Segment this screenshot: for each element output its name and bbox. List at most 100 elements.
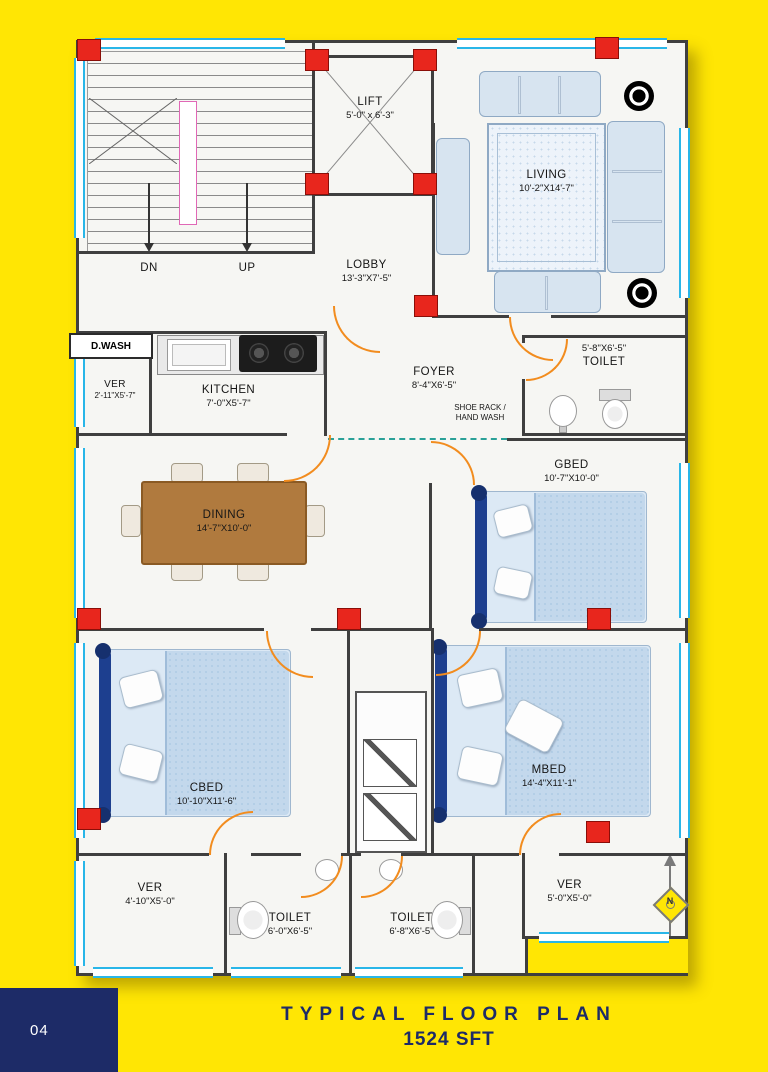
wall <box>401 853 519 856</box>
sofa-right <box>607 121 665 273</box>
dining-chair <box>121 505 141 537</box>
stair-up-label: UP <box>238 262 256 274</box>
wall <box>551 315 685 318</box>
kitchen-sink <box>167 339 231 371</box>
page-number-badge: 04 <box>0 988 118 1072</box>
kitchen-sink-basin <box>172 344 226 366</box>
wall <box>432 123 435 318</box>
room-label-living: LIVING 10'-2"X14'-7" <box>519 169 574 194</box>
shaft-duct <box>363 793 417 841</box>
column <box>413 49 437 71</box>
room-label-ver-bl: VER 4'-10"X5'-0" <box>125 882 175 907</box>
column <box>77 808 101 830</box>
stair-dn-label: DN <box>140 262 158 274</box>
window <box>74 643 85 838</box>
shaft-duct <box>363 739 417 787</box>
plan-title: TYPICAL FLOOR PLAN <box>281 1004 617 1025</box>
lift-cross-lines <box>317 60 423 185</box>
wall <box>522 379 525 435</box>
ver-bl-door-arc <box>209 811 253 855</box>
room-label-kitchen: KITCHEN 7'-0"X5'-7" <box>201 384 256 409</box>
room-label-ver-br: VER 5'-0"X5'-0" <box>547 879 592 904</box>
column <box>77 608 101 630</box>
wall <box>312 43 315 254</box>
sofa-top <box>479 71 601 117</box>
window <box>355 967 463 978</box>
title-block: TYPICAL FLOOR PLAN 1524 SFT <box>130 1004 768 1051</box>
wall <box>79 853 209 856</box>
stair-up-arrow <box>246 183 248 245</box>
dwash-label-box: D.WASH <box>69 333 153 359</box>
ceiling-fan-icon <box>627 278 657 308</box>
stove-burner <box>249 343 269 363</box>
window <box>74 58 85 238</box>
bed-headboard <box>99 651 111 815</box>
beam-dashed-line <box>328 438 507 440</box>
window <box>74 339 85 427</box>
sofa-bottom <box>494 271 601 313</box>
sofa-cushion <box>558 76 561 114</box>
floor-plan: DN UP <box>69 37 690 978</box>
living-rug-border <box>497 133 596 262</box>
window <box>679 128 690 298</box>
wall <box>431 628 434 856</box>
mbed-bed <box>431 639 651 823</box>
column <box>337 608 361 630</box>
compass-arrowhead <box>664 854 676 866</box>
column <box>586 821 610 843</box>
gbed-bed <box>471 485 647 629</box>
room-label-toilet-top: 5'-8"X6'-5" TOILET <box>581 343 627 369</box>
kitchen-door-arc <box>284 435 331 482</box>
wall <box>79 433 287 436</box>
sofa-cushion <box>545 276 548 310</box>
dwash-label: D.WASH <box>91 340 131 352</box>
stair-railing <box>179 101 197 225</box>
bed-headboard <box>475 493 487 621</box>
room-label-lobby: LOBBY 13'-3"X7'-5" <box>341 259 392 284</box>
building-notch <box>525 939 688 973</box>
window <box>679 463 690 618</box>
sofa-cushion <box>612 220 662 223</box>
toilet-top-basin <box>549 395 577 427</box>
toilet-top-wc-bowl <box>602 399 628 429</box>
bed-blanket <box>534 493 645 621</box>
room-label-toilet-bc: TOILET 6'-8"X6'-5" <box>389 912 434 937</box>
wall <box>149 355 152 433</box>
room-label-toilet-bl: TOILET 6'-0"X6'-5" <box>267 912 313 937</box>
column <box>587 608 611 630</box>
cbed-bed <box>95 643 291 823</box>
wall <box>349 853 352 973</box>
wall <box>479 628 685 631</box>
stair-dn-arrowhead <box>144 243 154 252</box>
window <box>93 967 213 978</box>
toilet-bl-door-arc <box>301 856 343 898</box>
column <box>595 37 619 59</box>
toilet-bl-wc-bowl <box>237 901 269 939</box>
staircase <box>87 51 314 253</box>
compass-circle <box>666 900 675 909</box>
wall <box>79 331 325 334</box>
wall <box>429 483 432 631</box>
window <box>74 861 85 966</box>
bed-blanket <box>165 651 289 815</box>
wall <box>522 853 525 939</box>
window <box>457 38 667 49</box>
living-rug <box>487 123 606 272</box>
page-number: 04 <box>30 1021 49 1039</box>
wall <box>311 628 434 631</box>
plan-area: 1524 SFT <box>403 1029 495 1050</box>
dining-chair <box>305 505 325 537</box>
wall <box>251 853 301 856</box>
wall <box>347 628 350 856</box>
bedside-table <box>471 485 487 501</box>
dining-chair <box>237 463 269 483</box>
wall <box>79 628 264 631</box>
sofa-cushion <box>518 76 521 114</box>
room-label-cbed: CBED 10'-10"X11'-6" <box>176 782 237 807</box>
column <box>77 39 101 61</box>
compass-north-label: N <box>666 896 674 906</box>
window <box>679 643 690 838</box>
dining-chair <box>171 463 203 483</box>
column <box>414 295 438 317</box>
